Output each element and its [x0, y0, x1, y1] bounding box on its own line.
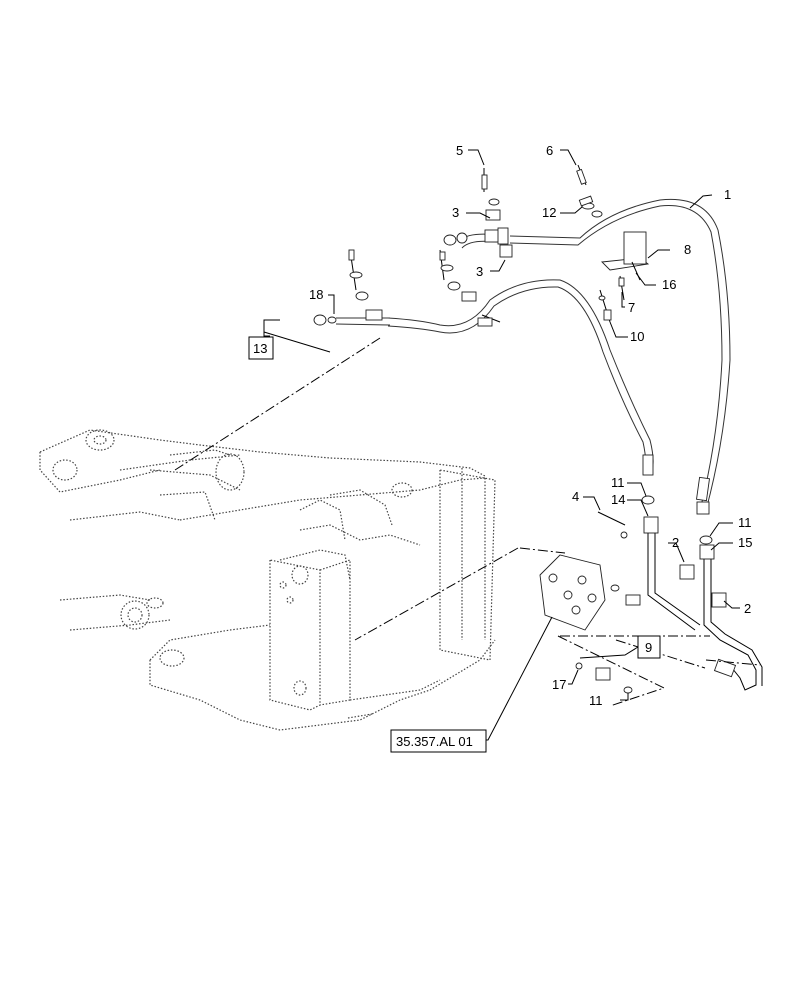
callout-14: 14: [611, 492, 625, 507]
callout-12: 12: [542, 205, 556, 220]
callout-16: 16: [662, 277, 676, 292]
assembly-lines: [174, 337, 761, 707]
callout-10: 10: [630, 329, 644, 344]
callout-11-top: 11: [611, 475, 625, 490]
callout-15: 15: [738, 535, 752, 550]
leader-lines: [263, 149, 740, 741]
loader-frame: [39, 429, 496, 731]
callout-11-bottom: 11: [589, 693, 603, 708]
hose-1: [509, 198, 731, 515]
hose-2: [387, 279, 654, 476]
callout-11-right: 11: [738, 515, 752, 530]
callout-3-upper: 3: [452, 205, 459, 220]
callout-6: 6: [546, 143, 553, 158]
callouts: 5 6 1 3 12 3 8 16 7 10 18 11 14 4 11 15 …: [309, 143, 752, 708]
boxed-callouts: 13 9 35.357.AL 01: [248, 336, 661, 753]
callout-5: 5: [456, 143, 463, 158]
clamp-parts: [313, 164, 650, 327]
callout-7: 7: [628, 300, 635, 315]
callout-13: 13: [253, 341, 267, 356]
callout-17: 17: [552, 677, 566, 692]
reference-label: 35.357.AL 01: [396, 734, 473, 749]
rigid-tubes: [539, 495, 763, 694]
callout-8: 8: [684, 242, 691, 257]
callout-2-right: 2: [744, 601, 751, 616]
callout-18: 18: [309, 287, 323, 302]
callout-1: 1: [724, 187, 731, 202]
callout-4: 4: [572, 489, 579, 504]
callout-3-lower: 3: [476, 264, 483, 279]
callout-9: 9: [645, 640, 652, 655]
callout-2-left: 2: [672, 535, 679, 550]
